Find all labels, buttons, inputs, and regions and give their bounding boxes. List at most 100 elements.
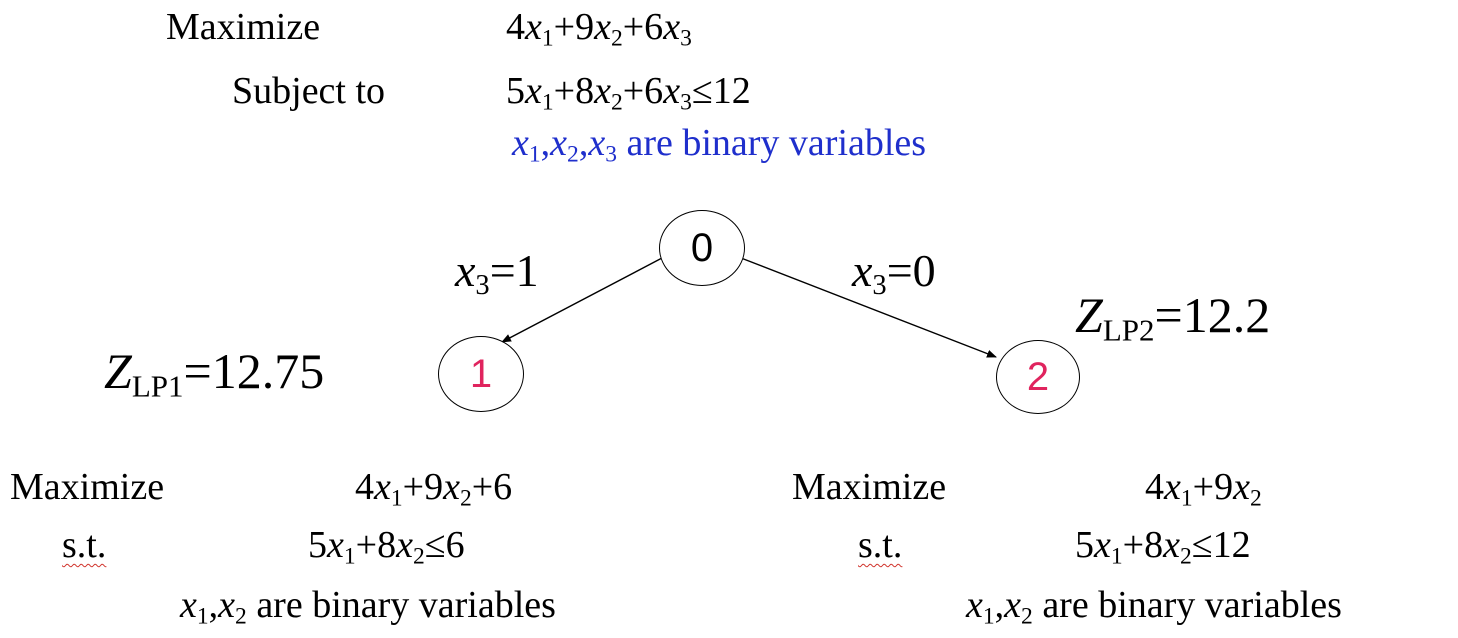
variable-subscript: 3 (872, 269, 887, 301)
coefficient: 5 (506, 70, 525, 112)
constraint-left: 5x1+8x2≤6 (308, 524, 465, 568)
coefficient: +9 (553, 6, 595, 48)
variable-subscript: 2 (235, 603, 247, 630)
subject-to-label: Subject to (232, 70, 386, 112)
coefficient: +6 (622, 70, 664, 112)
coefficient: 4 (1145, 466, 1164, 508)
variable-subscript: 1 (390, 485, 403, 512)
objective-right: 4x1+9x2 (1145, 466, 1262, 510)
variable: x1 (966, 584, 995, 628)
variable-letter: x (443, 466, 460, 508)
st-label-left: s.t. (62, 524, 107, 566)
variable-subscript: 3 (475, 269, 490, 301)
coefficient: 5 (1075, 524, 1094, 566)
variable: x2 (1233, 466, 1262, 510)
variable-letter: x (550, 122, 568, 164)
variable: x3 (663, 6, 692, 50)
variable-subscript: 1 (1110, 543, 1123, 570)
variable-subscript: 2 (567, 141, 579, 168)
node-0: 0 (659, 210, 745, 286)
z-letter: Z (1075, 287, 1103, 343)
variable-letter: x (663, 70, 681, 112)
variable-subscript: 1 (541, 25, 554, 52)
st-label-right: s.t. (858, 524, 903, 566)
variable: x1 (327, 524, 356, 568)
z-letter: Z (104, 343, 132, 399)
z-value: =12.75 (183, 343, 325, 399)
comma: , (578, 122, 589, 164)
z-lp2: ZLP2=12.2 (1075, 287, 1271, 346)
objective-constant: +6 (471, 466, 513, 508)
variable-letter: x (1233, 466, 1250, 508)
variable: x1 (1094, 524, 1123, 568)
node-label: 2 (1026, 354, 1050, 399)
z-subscript: LP2 (1102, 312, 1155, 348)
variable-letter: x (966, 584, 983, 626)
variable: x3 (455, 245, 490, 300)
branch-rhs: =0 (886, 245, 936, 296)
variable: x2 (218, 584, 247, 628)
variable-letter: x (374, 466, 391, 508)
maximize-label-left: Maximize (10, 466, 165, 508)
constraint-rhs: ≤12 (1191, 524, 1251, 566)
variable-letter: x (525, 6, 542, 48)
binary-note-left: x1,x2 are binary variables (180, 584, 556, 628)
variable: x3 (588, 122, 617, 166)
variable-letter: x (455, 245, 476, 296)
node-label: 0 (690, 225, 714, 270)
variable-subscript: 3 (680, 25, 692, 52)
variable-letter: x (1094, 524, 1111, 566)
variable-subscript: 3 (605, 141, 617, 168)
variable-letter: x (396, 524, 413, 566)
variable-letter: x (852, 245, 873, 296)
branch-rhs: =1 (489, 245, 539, 296)
objective-left: 4x1+9x2+6 (355, 466, 513, 510)
comma: , (540, 122, 551, 164)
edge-0-1 (501, 257, 663, 343)
branch-label-right: x3=0 (852, 245, 936, 300)
variable-letter: x (512, 122, 529, 164)
coefficient: +8 (553, 70, 595, 112)
variable: x2 (1163, 524, 1192, 568)
z-value: =12.2 (1154, 287, 1271, 343)
variable-subscript: 1 (541, 89, 554, 116)
variable-subscript: 1 (1180, 485, 1193, 512)
coefficient: 4 (355, 466, 374, 508)
coefficient: +9 (1192, 466, 1234, 508)
variable-letter: x (594, 6, 611, 48)
binary-note-right: x1, x 2 are binary variables (966, 584, 1342, 628)
branch-label-left: x3=1 (455, 245, 539, 300)
variable-subscript: 2 (1249, 485, 1262, 512)
node-2: 2 (996, 340, 1080, 414)
variable-subscript: 1 (982, 603, 995, 630)
variable-letter: x (327, 524, 344, 566)
coefficient: +6 (622, 6, 664, 48)
variable-subscript: 3 (680, 89, 692, 116)
variable: x3 (663, 70, 692, 114)
variable: x2 (594, 6, 623, 50)
variable-letter: x (525, 70, 542, 112)
maximize-label-top: Maximize (166, 6, 321, 48)
binary-note-top: x1,x2,x3 are binary variables (512, 122, 926, 166)
coefficient: +8 (355, 524, 397, 566)
maximize-label-right: Maximize (792, 466, 947, 508)
coefficient: 5 (308, 524, 327, 566)
variable-subscript: 1 (528, 141, 541, 168)
z-lp1: ZLP1=12.75 (104, 343, 325, 402)
variable-subscript: 1 (343, 543, 356, 570)
comma: , (994, 584, 1005, 626)
variable: x1 (1164, 466, 1193, 510)
variable-subscript: 2 (1021, 603, 1033, 630)
variable: x1 (512, 122, 541, 166)
constraint-rhs: ≤6 (424, 524, 465, 566)
node-1: 1 (438, 336, 524, 412)
coefficient: +8 (1122, 524, 1164, 566)
constraint-top: 5x1+8x2+6x3≤12 (506, 70, 751, 114)
variable-subscript: 2 (610, 89, 623, 116)
comma: , (208, 584, 219, 626)
node-label: 1 (469, 351, 493, 396)
variable: x2 (443, 466, 472, 510)
binary-text: are binary variables (1032, 584, 1342, 626)
variable: x1 (180, 584, 209, 628)
